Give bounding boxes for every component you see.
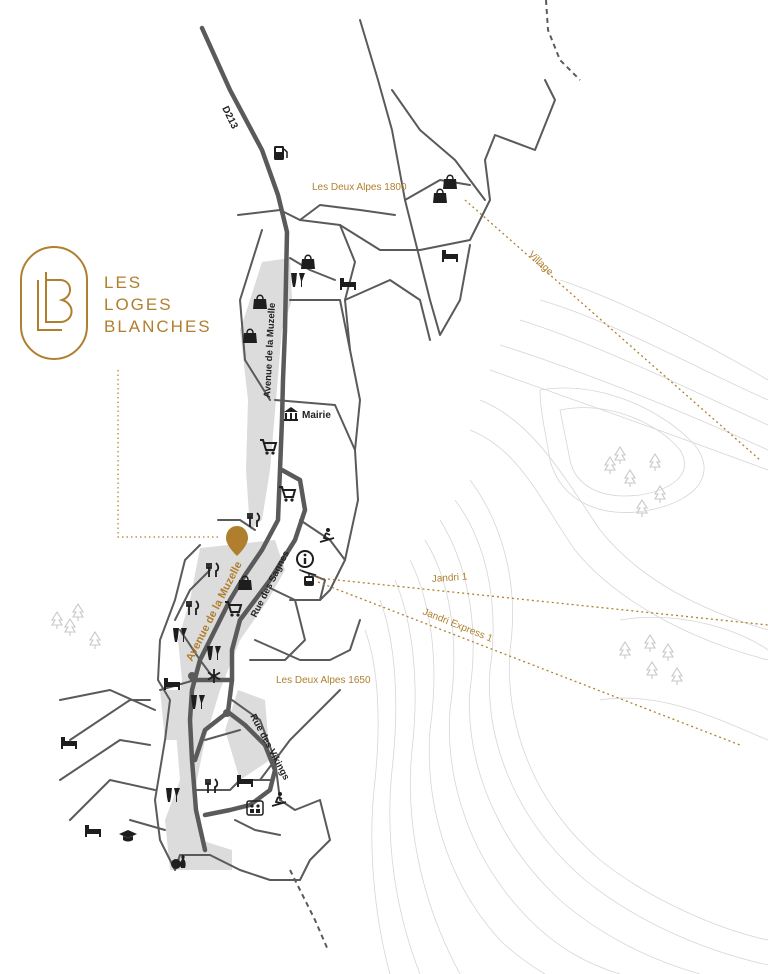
bowling-icon[interactable] (171, 855, 186, 869)
info-icon[interactable] (296, 550, 314, 568)
bed-icon[interactable] (237, 775, 253, 787)
bed-icon[interactable] (340, 278, 356, 290)
bar-icon[interactable] (173, 628, 187, 642)
village-label-1800: Les Deux Alpes 1800 (312, 182, 407, 193)
bed-icon[interactable] (85, 825, 101, 837)
shopping-bag-icon[interactable] (253, 294, 267, 309)
restaurant-icon[interactable] (206, 562, 220, 577)
main-road (187, 25, 308, 853)
bed-icon[interactable] (442, 250, 458, 262)
skier-icon[interactable] (319, 528, 335, 543)
tree-icon (646, 660, 658, 679)
road-label-d213: D213 (219, 104, 240, 131)
skier-icon[interactable] (271, 792, 287, 807)
bed-icon[interactable] (164, 678, 180, 690)
bar-icon[interactable] (166, 788, 180, 802)
logo-leader-line (117, 370, 218, 538)
shopping-bag-icon[interactable] (243, 328, 257, 343)
shopping-bag-icon[interactable] (238, 575, 252, 590)
tree-icon (671, 666, 683, 685)
tree-icon (649, 452, 661, 471)
tree-icon (51, 610, 63, 629)
graduation-cap-icon[interactable] (119, 830, 137, 842)
shopping-bag-icon[interactable] (443, 174, 457, 189)
mountain-path-south (289, 869, 329, 951)
snowflake-icon[interactable] (207, 669, 221, 683)
lift-label-jandri1: Jandri 1 (431, 572, 468, 585)
trees-east (604, 445, 683, 685)
lift-label-village: Village (526, 249, 555, 278)
bar-icon[interactable] (207, 646, 221, 660)
street-label-avenue-muzelle-north: Avenue de la Muzelle (262, 302, 278, 398)
lift-lines (317, 199, 768, 746)
tree-icon (619, 640, 631, 659)
tree-icon (72, 602, 84, 621)
town-hall-icon[interactable] (284, 407, 298, 421)
ski-lift-icon[interactable] (246, 800, 264, 816)
roundabout (223, 709, 231, 717)
secondary-roads (59, 19, 556, 881)
bar-icon[interactable] (191, 695, 205, 709)
fuel-icon[interactable] (274, 146, 288, 160)
restaurant-icon[interactable] (186, 600, 200, 615)
restaurant-icon[interactable] (205, 778, 219, 793)
tree-icon (64, 617, 76, 636)
tree-icon (604, 455, 616, 474)
tree-icon (624, 468, 636, 487)
terrain-contours (364, 279, 768, 974)
tree-icon (644, 633, 656, 652)
cart-icon[interactable] (225, 601, 243, 617)
label-mairie: Mairie (302, 410, 331, 421)
gondola-icon[interactable] (301, 570, 317, 586)
brand-logo: LES LOGES BLANCHES (20, 246, 212, 360)
brand-name-line1: LES (104, 273, 142, 292)
cart-icon[interactable] (279, 486, 297, 502)
roundabout (188, 672, 196, 680)
tree-icon (89, 630, 101, 649)
cart-icon[interactable] (260, 439, 278, 455)
bed-icon[interactable] (61, 737, 77, 749)
trees-west (51, 602, 101, 649)
mountain-path (545, 0, 581, 81)
village-label-1650: Les Deux Alpes 1650 (276, 675, 371, 686)
brand-name-line2: LOGES (104, 295, 173, 314)
bar-icon[interactable] (291, 273, 305, 287)
restaurant-icon[interactable] (247, 512, 261, 527)
location-pin-icon[interactable] (226, 526, 248, 556)
tree-icon (636, 498, 648, 517)
tree-icon (654, 484, 666, 503)
shopping-bag-icon[interactable] (433, 188, 447, 203)
tree-icon (662, 642, 674, 661)
shopping-bag-icon[interactable] (301, 254, 315, 269)
tree-icon (614, 445, 626, 464)
brand-name-line3: BLANCHES (104, 317, 212, 336)
